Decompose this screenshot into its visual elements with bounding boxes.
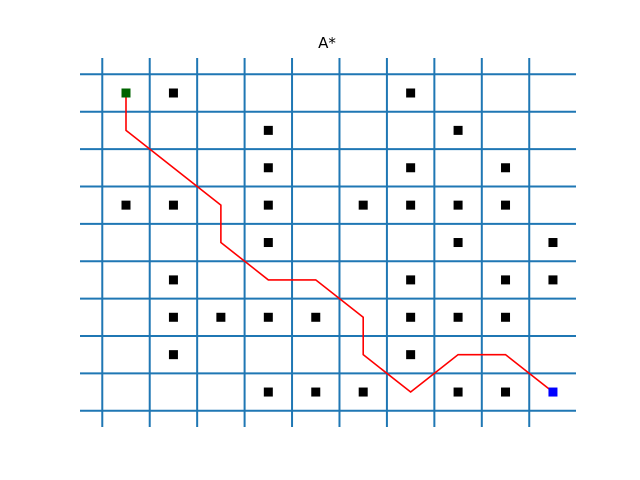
obstacle-cell — [406, 163, 416, 173]
obstacle-cell — [501, 387, 511, 397]
obstacle-cell — [406, 88, 416, 98]
plot-title: A* — [318, 34, 336, 52]
goal-cell — [548, 387, 558, 397]
cells-layer — [121, 88, 558, 397]
obstacle-cell — [453, 238, 463, 248]
astar-path-line — [125, 93, 554, 394]
obstacle-cell — [263, 125, 273, 135]
start-cell — [121, 88, 131, 98]
obstacle-cell — [406, 350, 416, 360]
obstacle-cell — [501, 275, 511, 285]
obstacle-cell — [121, 200, 131, 210]
obstacle-cell — [453, 125, 463, 135]
obstacle-cell — [216, 312, 226, 322]
obstacle-cell — [168, 200, 178, 210]
obstacle-cell — [263, 312, 273, 322]
obstacle-cell — [311, 387, 321, 397]
obstacle-cell — [453, 200, 463, 210]
grid-lines — [80, 58, 576, 427]
obstacle-cell — [311, 312, 321, 322]
obstacle-cell — [168, 312, 178, 322]
obstacle-cell — [168, 275, 178, 285]
obstacle-cell — [501, 312, 511, 322]
obstacle-cell — [548, 238, 558, 248]
obstacle-cell — [358, 200, 368, 210]
obstacle-cell — [263, 238, 273, 248]
obstacle-cell — [501, 200, 511, 210]
obstacle-cell — [168, 350, 178, 360]
obstacle-cell — [501, 163, 511, 173]
obstacle-cell — [168, 88, 178, 98]
obstacle-cell — [406, 200, 416, 210]
obstacle-cell — [358, 387, 368, 397]
obstacle-cell — [453, 312, 463, 322]
obstacle-cell — [406, 275, 416, 285]
obstacle-cell — [453, 387, 463, 397]
obstacle-cell — [548, 275, 558, 285]
obstacle-cell — [263, 200, 273, 210]
path-layer — [125, 93, 554, 394]
obstacle-cell — [263, 163, 273, 173]
obstacle-cell — [406, 312, 416, 322]
obstacle-cell — [263, 387, 273, 397]
